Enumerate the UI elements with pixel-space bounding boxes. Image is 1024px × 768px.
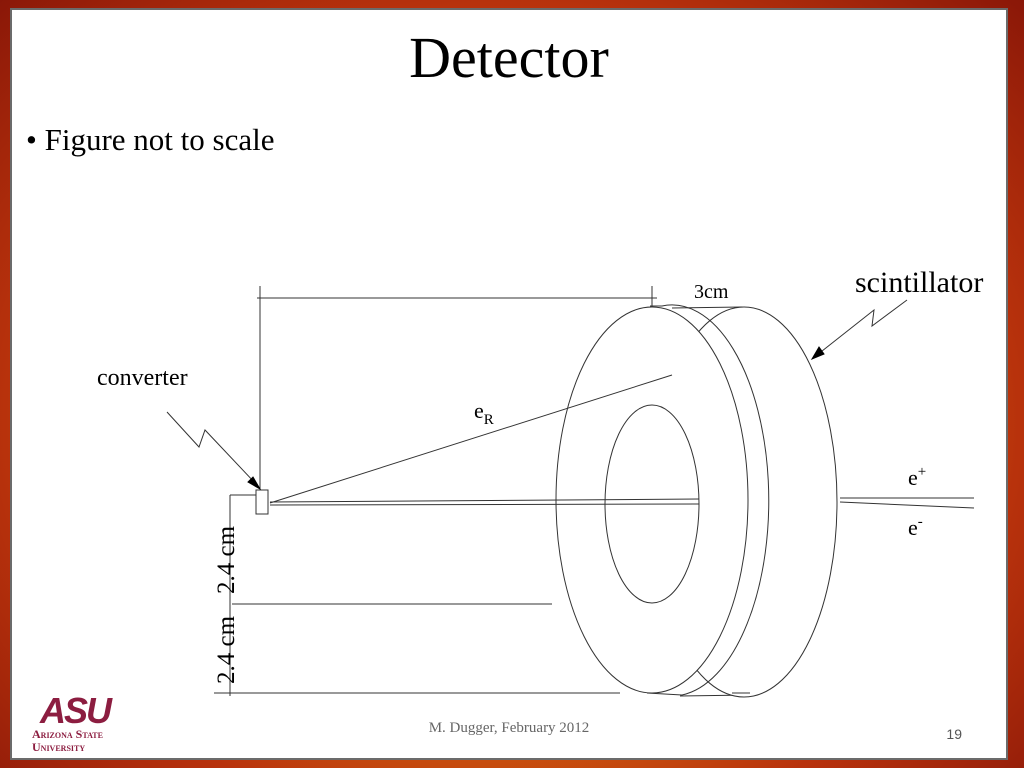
er-label-sub: R: [484, 412, 494, 428]
slide: Detector • Figure not to scale: [10, 8, 1008, 760]
eminus-label-base: e: [908, 515, 918, 540]
asu-logo-text: Arizona State University: [32, 728, 142, 754]
er-label: eR: [474, 398, 494, 428]
converter-arrow: [166, 411, 262, 491]
converter-block: [255, 489, 269, 515]
page-number: 19: [946, 726, 962, 742]
eminus-label: e-: [908, 514, 923, 540]
scintillator-label: scintillator: [855, 266, 983, 299]
eminus-label-sup: -: [918, 514, 923, 530]
slide-title: Detector: [409, 25, 609, 90]
footer-text: M. Dugger, February 2012: [428, 720, 590, 736]
bullet-text: • Figure not to scale: [26, 122, 275, 157]
eplus-label-sup: +: [918, 464, 926, 480]
asu-logo-mark: ASU: [40, 690, 112, 731]
er-track-line: [269, 374, 673, 504]
length-label: 3cm: [694, 281, 729, 303]
converter-label: converter: [97, 365, 188, 391]
detector-diagram: scintillator converter 3cm eR e+ e- 2.4 …: [97, 266, 983, 698]
asu-logo: ASU Arizona State University: [32, 690, 132, 756]
scintillator-disk-front: [555, 304, 770, 696]
upper-dimension-label: 2.4 cm: [213, 525, 240, 594]
er-label-base: e: [474, 398, 484, 423]
asu-logo-line1: Arizona State: [32, 727, 103, 741]
eplus-label-base: e: [908, 465, 918, 490]
asu-logo-line2: University: [32, 740, 86, 754]
scintillator-arrow: [810, 299, 908, 361]
beam-line-lower: [269, 503, 700, 506]
beam-line-upper: [269, 498, 700, 503]
lower-dimension-label: 2.4 cm: [213, 615, 240, 684]
beam-out-lower: [839, 501, 975, 509]
eplus-label: e+: [908, 464, 926, 490]
